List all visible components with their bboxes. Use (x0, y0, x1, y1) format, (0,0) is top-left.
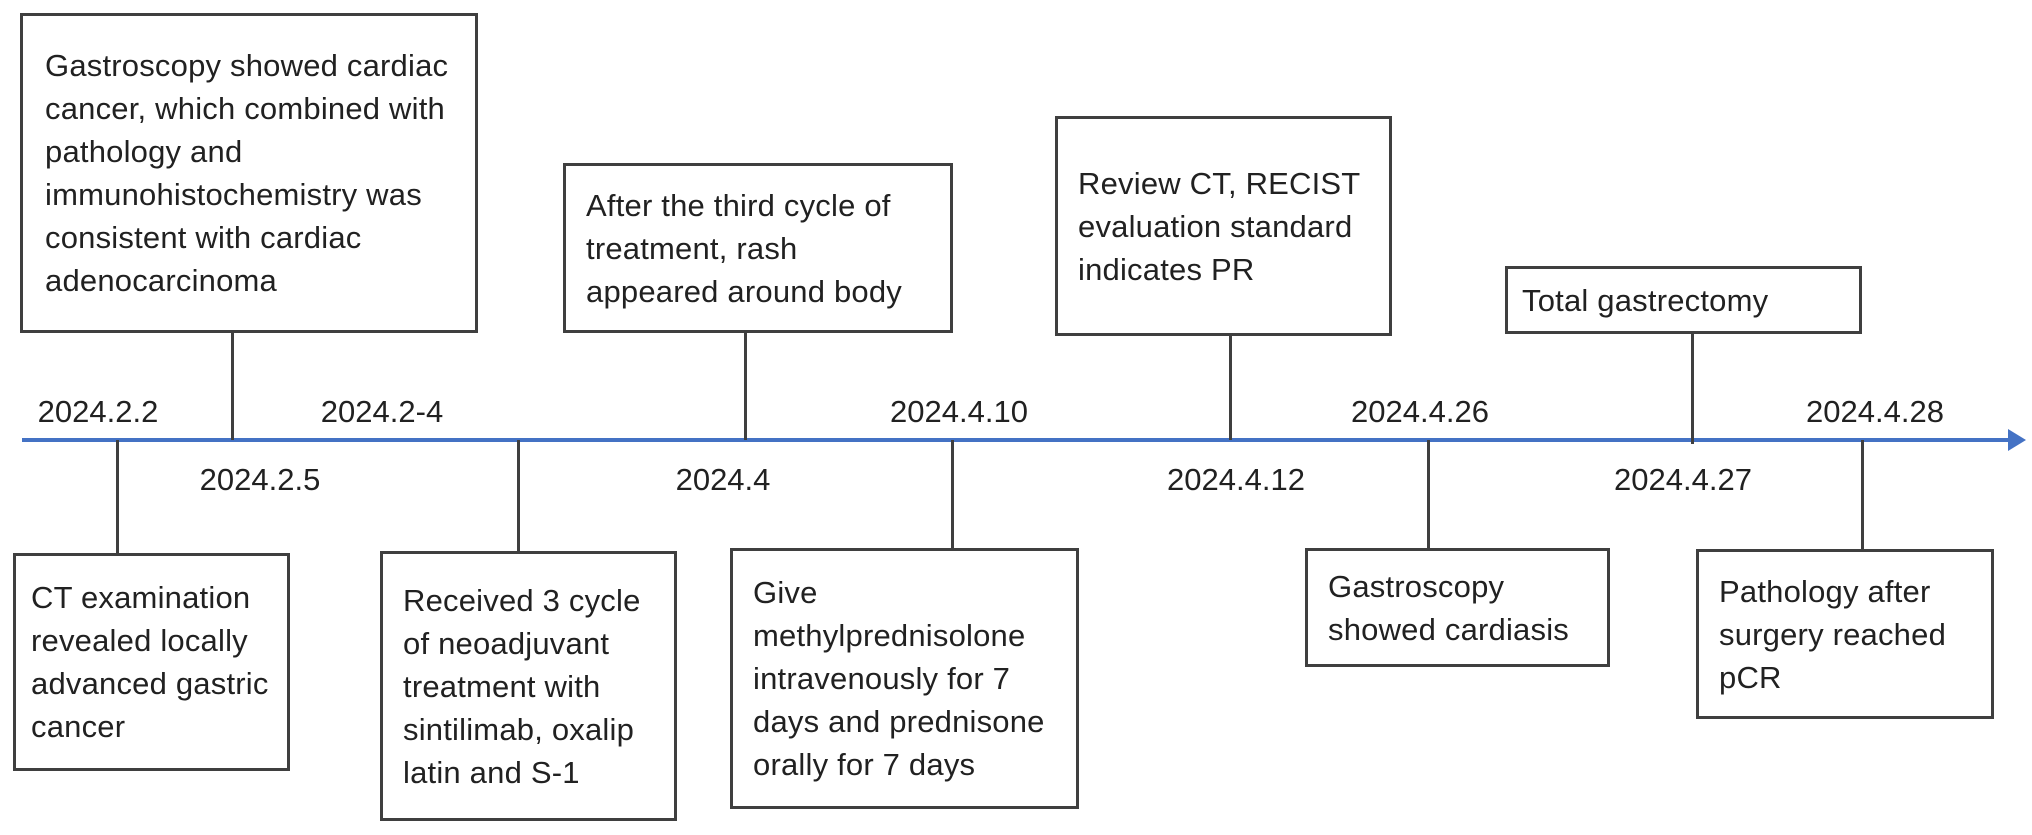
connector-line (231, 333, 234, 440)
connector-line (1861, 440, 1864, 549)
event-box-rash: After the third cycle of treatment, rash… (563, 163, 953, 333)
event-box-ct-exam: CT examination revealed locally advanced… (13, 553, 290, 771)
event-box-cardiasis: Gastroscopy showed cardiasis (1305, 548, 1610, 667)
event-box-neoadjuvant-treatment: Received 3 cycle of neoadjuvant treatmen… (380, 551, 677, 821)
arrow-right-icon (2008, 429, 2026, 451)
date-label: 2024.2-4 (320, 394, 444, 429)
connector-line (517, 440, 520, 551)
date-label: 2024.2.2 (37, 394, 159, 429)
event-box-total-gastrectomy: Total gastrectomy (1505, 266, 1862, 334)
event-box-pathology-pcr: Pathology after surgery reached pCR (1696, 549, 1994, 719)
connector-line (951, 440, 954, 548)
connector-line (116, 440, 119, 553)
date-label: 2024.2.5 (199, 462, 321, 497)
connector-line (1691, 334, 1694, 444)
event-box-review-ct-pr: Review CT, RECIST evaluation standard in… (1055, 116, 1392, 336)
connector-line (1229, 336, 1232, 440)
connector-line (1427, 440, 1430, 548)
date-label: 2024.4.10 (890, 394, 1028, 429)
connector-line (744, 332, 747, 440)
timeline-axis (22, 438, 2010, 442)
date-label: 2024.4.26 (1351, 394, 1489, 429)
date-label: 2024.4.12 (1167, 462, 1305, 497)
date-label: 2024.4.28 (1806, 394, 1944, 429)
date-label: 2024.4 (675, 462, 771, 497)
event-box-gastroscopy-adenocarcinoma: Gastroscopy showed cardiac cancer, which… (20, 13, 478, 333)
event-box-methylprednisolone: Give methylprednisolone intravenously fo… (730, 548, 1079, 809)
date-label: 2024.4.27 (1614, 462, 1752, 497)
